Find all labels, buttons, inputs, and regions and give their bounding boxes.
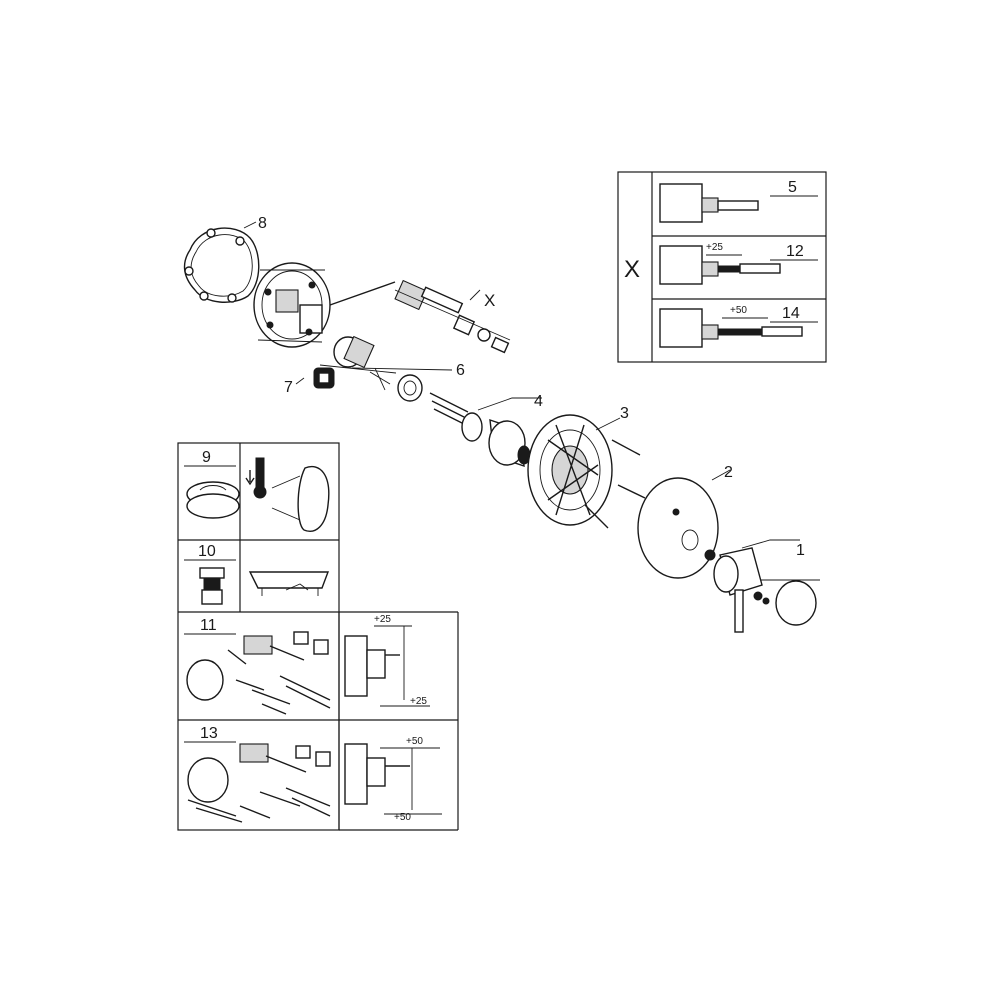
accessory-panel: 9 10 11 [177,442,459,831]
accessory-row-11-dim-bottom: +25 [410,696,427,707]
x-row-14: +50 14 [659,305,818,348]
part-1-handle [704,547,817,633]
accessory-row-10: 10 [184,543,330,605]
accessory-row-9-number: 9 [202,449,211,466]
x-row-12: +25 12 [659,242,818,285]
accessory-row-13: 13 +50 +50 [184,725,442,823]
accessory-row-10-number: 10 [198,543,216,560]
leader-lines [243,221,820,581]
accessory-row-13-number: 13 [200,725,218,742]
accessory-row-13-dim-top: +50 [406,736,423,747]
part-7-cap [313,367,335,389]
accessory-row-11-number: 11 [200,617,217,634]
callout-1: 1 [796,542,805,559]
callout-x: X [484,291,495,310]
callout-4: 4 [534,393,543,410]
accessory-row-11-dim-top: +25 [374,614,391,625]
accessory-row-11: 11 +25 +25 [184,614,430,715]
part-4-sleeve [461,412,531,468]
callout-3: 3 [620,405,629,422]
valve-body [253,262,331,348]
x-variant-panel: X 5 +25 12 +50 14 [617,171,827,363]
accessory-row-13-dim-bottom: +50 [394,812,411,823]
part-2-escutcheon [637,477,719,579]
x-row-5: 5 [659,179,818,223]
x-row-14-dimension: +50 [730,305,747,316]
part-8-gasket [183,227,260,303]
exploded-view: 8 X 6 7 4 3 2 1 [183,215,820,633]
part-6-cartridge-set [333,335,473,429]
x-row-14-number: 14 [782,305,800,322]
x-row-12-number: 12 [786,243,804,260]
x-row-5-number: 5 [788,179,797,196]
callout-7: 7 [284,379,293,396]
part-x-cartridge [329,279,511,354]
callout-2: 2 [724,464,733,481]
part-3-mounting-ring [527,414,646,529]
accessory-row-9: 9 [184,449,330,532]
callout-8: 8 [258,215,267,232]
callout-6: 6 [456,362,465,379]
x-row-12-dimension: +25 [706,242,723,253]
x-panel-letter: X [624,256,640,283]
